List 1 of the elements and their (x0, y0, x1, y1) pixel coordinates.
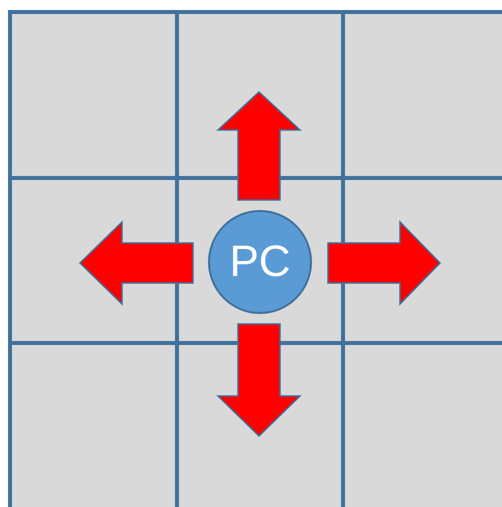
node-label: PC (229, 237, 291, 287)
